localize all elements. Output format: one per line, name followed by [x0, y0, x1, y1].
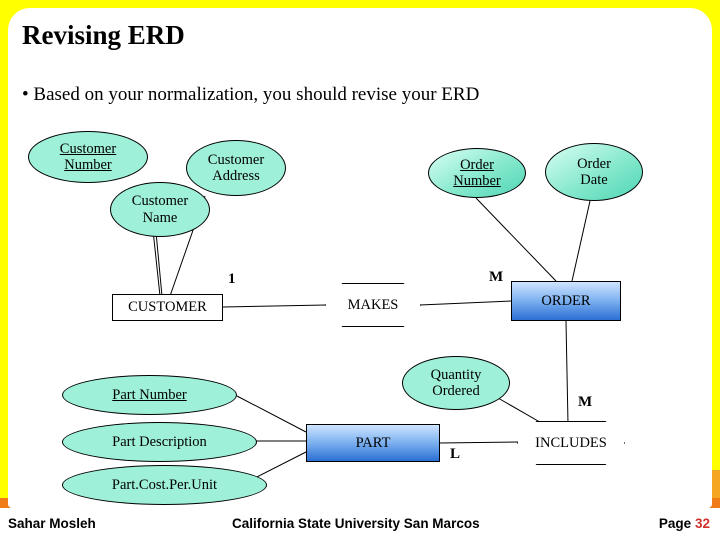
relationship-makes[interactable]: MAKES	[325, 283, 421, 327]
attribute-label: Customer Number	[59, 140, 117, 173]
attribute-part-number[interactable]: Part Number	[62, 375, 237, 415]
relationship-label: INCLUDES	[535, 434, 607, 451]
footer-author: Sahar Mosleh	[8, 516, 96, 531]
footer-strip	[0, 508, 720, 540]
bullet-text: Based on your normalization, you should …	[33, 84, 480, 105]
footer-page: Page 32	[659, 516, 710, 531]
footer-organization: California State University San Marcos	[232, 516, 480, 531]
attribute-label: Part.Cost.Per.Unit	[111, 476, 218, 493]
cardinality-customer-makes: 1	[228, 271, 236, 287]
cardinality-part-includes: L	[450, 446, 461, 462]
footer-page-label: Page	[658, 516, 692, 531]
attribute-customer-name[interactable]: Customer Name	[110, 182, 210, 237]
attribute-part-cost-per-unit[interactable]: Part.Cost.Per.Unit	[62, 465, 267, 505]
entity-label: CUSTOMER	[128, 299, 207, 315]
entity-label: ORDER	[541, 292, 591, 309]
entity-label: PART	[355, 434, 391, 451]
attribute-customer-number[interactable]: Customer Number	[28, 131, 148, 183]
attribute-label: Quantity Ordered	[430, 366, 482, 399]
relationship-includes[interactable]: INCLUDES	[517, 421, 625, 465]
footer-page-number: 32	[694, 516, 710, 531]
attribute-label: Part Description	[112, 433, 207, 450]
attribute-label: Order Number	[453, 156, 501, 189]
cardinality-makes-order: M	[489, 269, 504, 285]
attribute-part-description[interactable]: Part Description	[62, 422, 257, 462]
bullet-marker: •	[22, 84, 29, 105]
relationship-label: MAKES	[347, 296, 399, 313]
attribute-label: Customer Name	[131, 193, 189, 226]
attribute-label: Customer Address	[207, 151, 265, 184]
entity-customer[interactable]: CUSTOMER	[112, 294, 223, 321]
bullet-line: • Based on your normalization, you shoul…	[22, 84, 479, 106]
cardinality-order-includes: M	[578, 394, 593, 410]
page-title: Revising ERD	[22, 20, 185, 50]
attribute-order-number[interactable]: Order Number	[428, 148, 526, 198]
attribute-quantity-ordered[interactable]: Quantity Ordered	[402, 356, 510, 410]
attribute-label: Order Date	[577, 155, 611, 188]
entity-part[interactable]: PART	[306, 424, 440, 462]
attribute-order-date[interactable]: Order Date	[545, 143, 643, 201]
attribute-customer-address[interactable]: Customer Address	[186, 140, 286, 196]
erd-diagram: Customer Number Customer Address Custome…	[28, 131, 643, 505]
attribute-label: Part Number	[112, 386, 187, 403]
entity-order[interactable]: ORDER	[511, 281, 621, 321]
